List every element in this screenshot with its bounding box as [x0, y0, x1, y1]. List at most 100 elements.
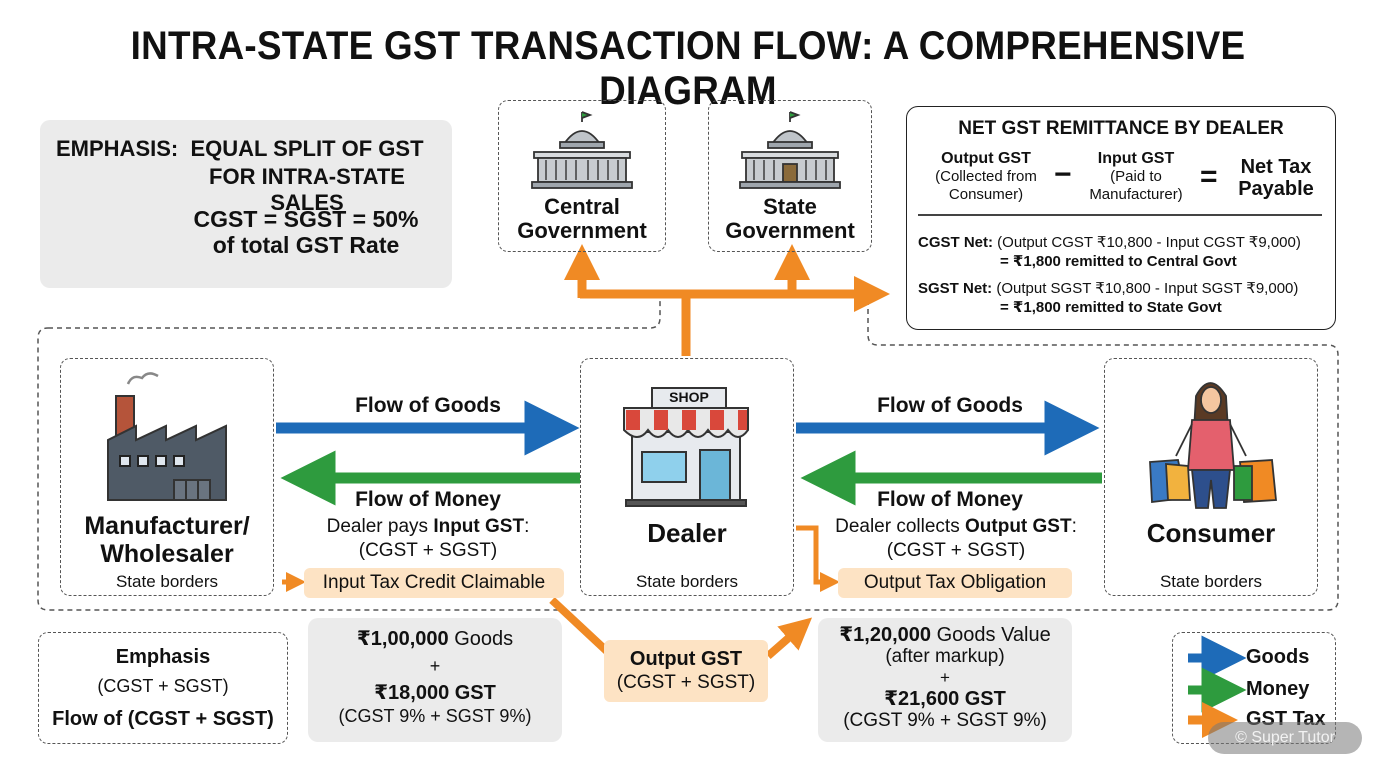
purchase-gst: ₹18,000 GST — [374, 682, 496, 704]
central-government-box — [498, 100, 666, 252]
manufacturer-label-1: Manufacturer/ — [84, 512, 250, 540]
input-tax-credit-tag: Input Tax Credit Claimable — [304, 568, 564, 598]
left-money-desc-2: (CGST + SGST) — [358, 540, 498, 561]
left-money-desc-bold: Input GST — [433, 516, 525, 537]
input-gst-label: Input GST — [1097, 150, 1175, 167]
purchase-amount-line: ₹1,00,000 Goods — [308, 626, 562, 651]
output-gst-box — [604, 640, 768, 702]
net-remittance-divider — [918, 214, 1322, 216]
dealer-box — [580, 358, 794, 596]
output-gst-sub-2: Consumer) — [948, 186, 1024, 203]
sale-markup: (after markup) — [885, 646, 1005, 667]
emphasis-label: EMPHASIS: — [56, 136, 179, 161]
bottom-emphasis-line-3: Flow of (CGST + SGST) — [52, 708, 274, 730]
emphasis-box — [40, 120, 452, 288]
net-tax-result: Net Tax Payable — [1228, 156, 1324, 200]
input-gst-sub-2: Manufacturer) — [1089, 186, 1183, 203]
legend-goods-label: Goods — [1246, 646, 1310, 668]
right-money-desc-bold: Output GST — [965, 516, 1072, 537]
consumer-box — [1104, 358, 1318, 596]
right-money-desc-pre: Dealer collects — [835, 516, 965, 537]
dealer-sub: State borders — [635, 572, 739, 591]
central-government-label-1: Central — [544, 194, 620, 219]
manufacturer-sub: State borders — [115, 572, 219, 591]
cgst-net-label: CGST Net: — [918, 234, 993, 251]
right-money-desc-2: (CGST + SGST) — [886, 540, 1026, 561]
left-money-desc-pre: Dealer pays — [326, 516, 434, 537]
right-money-label: Flow of Money — [877, 488, 1023, 511]
bottom-emphasis-box — [38, 632, 288, 744]
left-money-desc: Dealer pays Input GST: — [292, 516, 564, 538]
state-government-building-icon — [739, 111, 841, 189]
sale-amount-line: ₹1,20,000 Goods Value — [818, 622, 1072, 647]
consumer-shopper-icon — [1149, 382, 1277, 509]
factory-icon — [107, 372, 227, 501]
shop-icon — [623, 387, 749, 507]
bottom-emphasis-title: Emphasis — [115, 646, 211, 668]
left-money-desc-post: : — [524, 516, 530, 537]
purchase-split: (CGST 9% + SGST 9%) — [338, 706, 532, 726]
shop-sign-text: SHOP — [669, 389, 709, 405]
purchase-value-box — [308, 618, 562, 742]
consumer-label: Consumer — [1146, 518, 1276, 548]
equals-sign: = — [1200, 160, 1218, 193]
cgst-net-result: = ₹1,800 remitted to Central Govt — [1000, 253, 1237, 270]
state-boundary-region — [37, 300, 1339, 611]
input-gst-sub-1: (Paid to — [1110, 168, 1162, 185]
sgst-net-label: SGST Net: — [918, 280, 993, 297]
central-government-label-2: Government — [517, 218, 647, 243]
right-money-desc-post: : — [1071, 516, 1077, 537]
purchase-plus: + — [429, 656, 441, 676]
output-gst-term: Output GST (Collected from Consumer) — [920, 150, 1052, 204]
manufacturer-label-2: Wholesaler — [100, 540, 234, 568]
right-goods-label: Flow of Goods — [877, 394, 1023, 417]
cgst-net-line: CGST Net: (Output CGST ₹10,800 - Input C… — [918, 233, 1301, 251]
consumer-sub: State borders — [1159, 572, 1263, 591]
sgst-net-result: = ₹1,800 remitted to State Govt — [1000, 299, 1222, 316]
central-government-building-icon — [531, 111, 633, 189]
gst-remittance-arrows — [564, 244, 890, 356]
page-title: INTRA-STATE GST TRANSACTION FLOW: A COMP… — [130, 24, 1246, 113]
emphasis-formula-1: CGST = SGST = 50% — [193, 206, 419, 232]
minus-sign: − — [1054, 158, 1072, 191]
sale-plus: + — [940, 668, 950, 687]
output-gst-label: Output GST — [941, 150, 1031, 167]
sale-amount: ₹1,20,000 — [839, 624, 932, 646]
output-gst-sub-1: (Collected from — [935, 168, 1037, 185]
net-tax-result-2: Payable — [1238, 178, 1314, 200]
output-gst-box-line-1: Output GST — [629, 648, 743, 670]
purchase-amount-label: Goods — [448, 628, 514, 650]
purchase-amount: ₹1,00,000 — [356, 628, 449, 650]
sale-split: (CGST 9% + SGST 9%) — [843, 710, 1047, 731]
emphasis-heading-1: EQUAL SPLIT OF GST — [190, 136, 424, 161]
watermark-badge: © Super Tutor — [1208, 722, 1362, 754]
sgst-net-line: SGST Net: (Output SGST ₹10,800 - Input S… — [918, 279, 1298, 297]
manufacturer-box — [60, 358, 274, 596]
state-government-box — [708, 100, 872, 252]
output-obligation-arrow — [796, 525, 840, 592]
sgst-net-calc: (Output SGST ₹10,800 - Input SGST ₹9,000… — [992, 280, 1299, 297]
sale-amount-label: Goods Value — [931, 624, 1051, 646]
output-tax-obligation-tag: Output Tax Obligation — [838, 568, 1072, 598]
bottom-emphasis-line-2: (CGST + SGST) — [97, 676, 229, 696]
left-goods-label: Flow of Goods — [355, 394, 501, 417]
net-remittance-box — [906, 106, 1336, 330]
right-money-desc: Dealer collects Output GST: — [816, 516, 1096, 538]
emphasis-heading-2: FOR INTRA-STATE SALES — [209, 164, 405, 215]
state-government-label-1: State — [763, 194, 817, 219]
state-government-label-2: Government — [725, 218, 855, 243]
output-gst-box-line-2: (CGST + SGST) — [616, 672, 756, 693]
cgst-net-calc: (Output CGST ₹10,800 - Input CGST ₹9,000… — [993, 234, 1301, 251]
output-to-sale-arrow — [765, 617, 813, 660]
net-remittance-title: NET GST REMITTANCE BY DEALER — [958, 118, 1284, 139]
dealer-label: Dealer — [647, 518, 727, 548]
input-to-output-arrow — [549, 597, 615, 659]
legend-money-label: Money — [1246, 678, 1310, 700]
input-gst-term: Input GST (Paid to Manufacturer) — [1074, 150, 1198, 204]
left-money-label: Flow of Money — [355, 488, 501, 511]
sale-value-box — [818, 618, 1072, 742]
net-tax-result-1: Net Tax — [1240, 156, 1312, 178]
emphasis-formula-2: of total GST Rate — [212, 232, 400, 258]
sale-gst: ₹21,600 GST — [884, 688, 1006, 710]
